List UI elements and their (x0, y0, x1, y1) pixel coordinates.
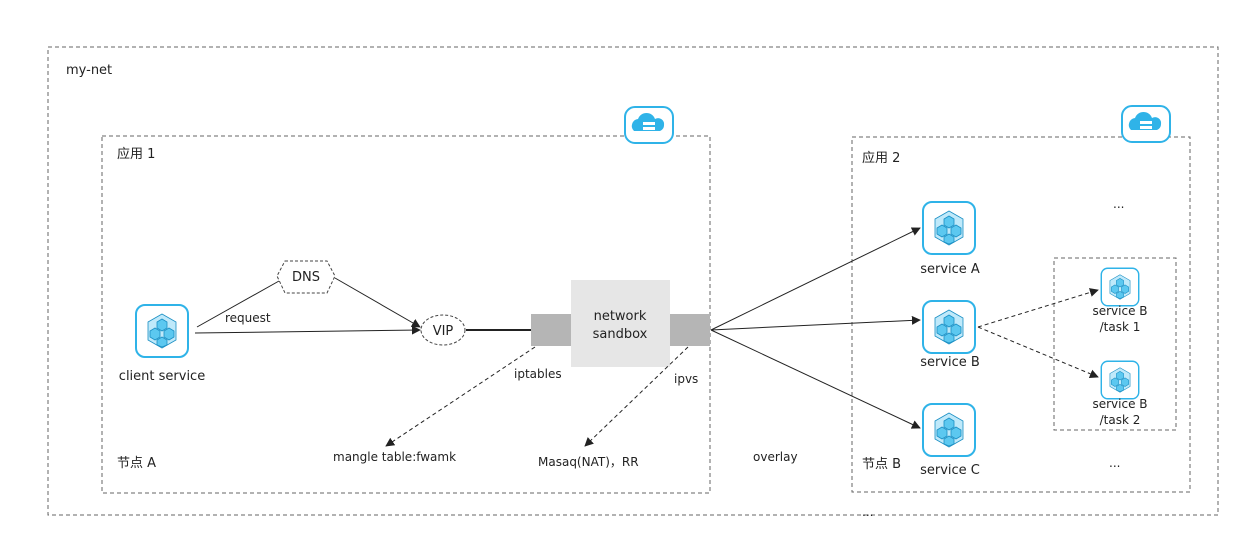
mangle-table-label: mangle table:fwamk (333, 450, 456, 464)
service-c-icon (922, 403, 976, 457)
task2-label-line2: /task 2 (1100, 413, 1141, 427)
service-a-label: service A (920, 262, 980, 277)
vip-label: VIP (433, 324, 454, 339)
sandbox-label-line2: sandbox (593, 327, 648, 342)
task2-icon (1100, 360, 1140, 400)
overlay-arrow-c (710, 329, 921, 429)
my-net-label: my-net (66, 63, 112, 78)
iptables-label: iptables (514, 367, 562, 381)
app2-cloud-icon (1121, 105, 1171, 143)
service-a-icon (922, 201, 976, 255)
ipvs-arrow (584, 346, 689, 447)
iptables-arrow (385, 346, 536, 447)
vip-node (420, 314, 466, 346)
node-b-label: 节点 B (862, 457, 901, 472)
client-dns-line (196, 280, 280, 328)
sandbox-port-right (670, 314, 710, 346)
node-a-label: 节点 A (117, 456, 156, 471)
dns-label: DNS (292, 270, 320, 285)
overlay-label: overlay (753, 450, 798, 464)
task1-label-line1: service B (1092, 304, 1147, 318)
dns-node (276, 260, 336, 294)
sandbox-port-left (531, 314, 571, 346)
task2-arrow (977, 326, 1099, 379)
task1-arrow (977, 288, 1099, 328)
client-service-label: client service (119, 369, 205, 384)
request-label: request (225, 311, 271, 325)
sandbox-label-line1: network (594, 309, 647, 324)
app1-cloud-icon (624, 106, 674, 144)
task1-label-line2: /task 1 (1100, 320, 1141, 334)
task1-icon (1100, 267, 1140, 307)
service-b-icon (922, 300, 976, 354)
ipvs-label: ipvs (674, 372, 698, 386)
app1-label: 应用 1 (117, 146, 155, 162)
overlay-arrow-a (710, 227, 921, 331)
app2-ellipsis-top: ... (1113, 197, 1124, 211)
dns-vip-arrow (334, 277, 421, 328)
masq-label: Masaq(NAT)，RR (538, 455, 639, 469)
client-service-icon (135, 304, 189, 358)
app2-boundary (851, 136, 1191, 493)
bottom-ellipsis: ... (862, 505, 873, 519)
my-net-boundary (47, 46, 1219, 516)
app2-label: 应用 2 (862, 150, 900, 166)
network-sandbox (571, 280, 670, 367)
task2-label-line1: service B (1092, 397, 1147, 411)
app2-ellipsis-bottom: ... (1109, 456, 1120, 470)
service-b-label: service B (920, 355, 980, 370)
service-c-label: service C (920, 463, 980, 478)
request-arrow (194, 325, 421, 335)
overlay-arrow-b (710, 315, 921, 331)
